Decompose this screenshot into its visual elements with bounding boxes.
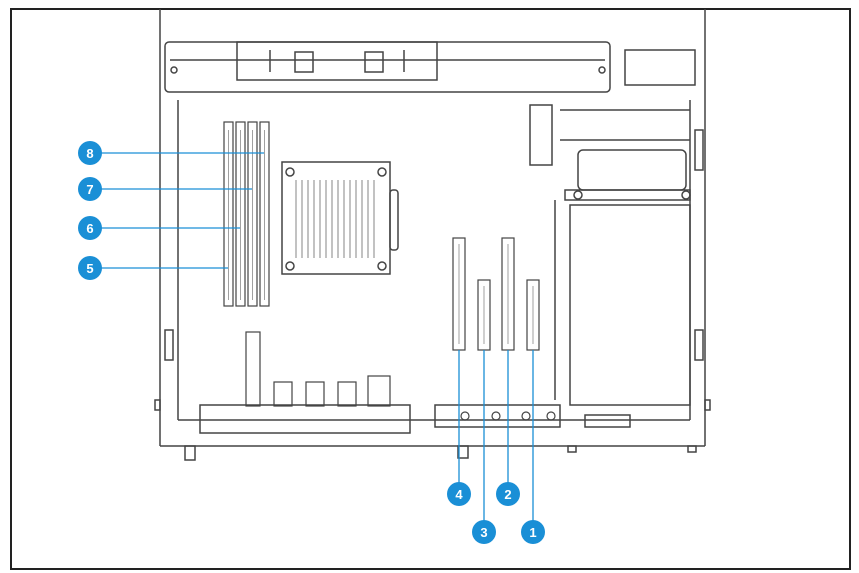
callout-4-label: 4 [455,487,463,502]
cpu-heatsink [281,161,399,275]
callout-7: 7 [78,177,102,201]
callout-1: 1 [521,520,545,544]
callout-8: 8 [78,141,102,165]
callout-6-label: 6 [86,221,93,236]
memory-slots [223,121,270,307]
callout-5-label: 5 [86,261,93,276]
callout-3-label: 3 [480,525,487,540]
pcie-bracket-screws [460,411,556,421]
drive-cage [529,104,691,406]
callout-8-label: 8 [86,146,93,161]
callout-4: 4 [447,482,471,506]
callout-6: 6 [78,216,102,240]
outer-frame [10,8,851,570]
callout-7-label: 7 [86,182,93,197]
callout-2: 2 [496,482,520,506]
callout-3: 3 [472,520,496,544]
rear-io-ports [245,331,391,407]
pcie-slots [452,237,540,351]
callout-1-label: 1 [529,525,536,540]
callout-5: 5 [78,256,102,280]
leader-lines [100,152,534,522]
callout-2-label: 2 [504,487,511,502]
